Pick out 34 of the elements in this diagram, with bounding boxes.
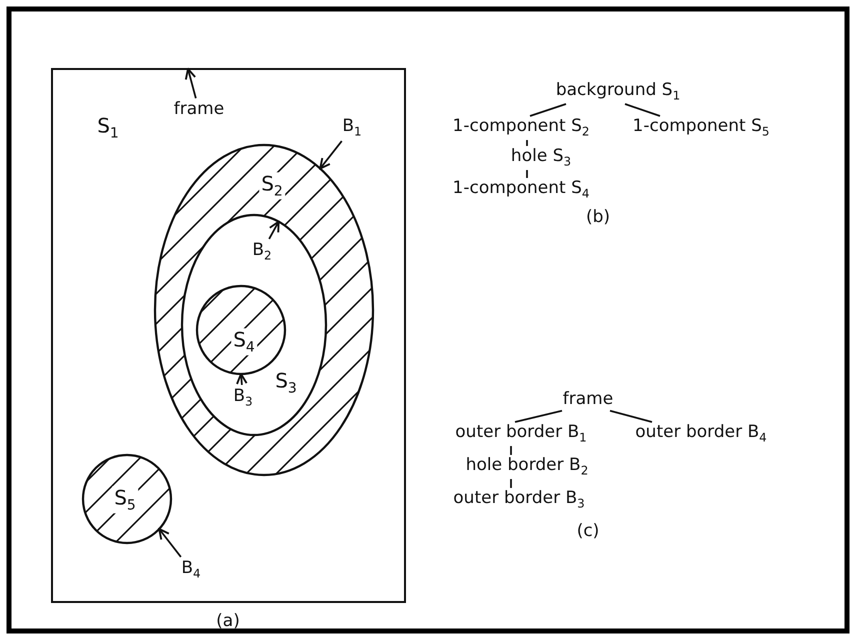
- tree-node-label: outer border B$_{3}$: [453, 488, 585, 512]
- tree-branch: [514, 410, 562, 423]
- leader-arrow: [319, 140, 342, 170]
- panel-caption: (c): [576, 522, 600, 542]
- tree-branch: [610, 410, 652, 423]
- callout-label: B$_{3}$: [233, 386, 253, 410]
- callout-label: B$_{1}$: [342, 116, 362, 140]
- tree-node-label: outer border B$_{1}$: [455, 422, 587, 446]
- tree-branch: [530, 103, 566, 117]
- tree-node-label: hole S$_{3}$: [510, 146, 572, 170]
- tree-branch: [526, 140, 528, 146]
- tree-node-label: background S$_{1}$: [556, 80, 680, 104]
- tree-node-label: frame: [562, 390, 614, 410]
- region-label: S$_{4}$: [231, 328, 257, 356]
- region-label: S$_{5}$: [112, 486, 138, 514]
- tree-node-label: hole border B$_{2}$: [466, 456, 588, 478]
- tree-branch: [510, 479, 512, 488]
- tree-branch: [624, 103, 660, 117]
- callout-label: B$_{4}$: [181, 558, 201, 582]
- tree-branch: [510, 446, 512, 455]
- leader-arrow: [268, 220, 280, 240]
- leader-arrow: [184, 68, 197, 98]
- panel-caption: (a): [216, 612, 240, 632]
- callout-label: B$_{2}$: [252, 240, 272, 264]
- region-label: S$_{2}$: [259, 172, 285, 200]
- tree-node-label: 1-component S$_{5}$: [632, 116, 770, 140]
- tree-node-label: outer border B$_{4}$: [635, 422, 767, 446]
- leader-arrow: [236, 373, 248, 386]
- tree-node-label: 1-component S$_{2}$: [452, 116, 590, 140]
- leader-arrow: [158, 528, 182, 558]
- tree-branch: [526, 170, 528, 178]
- tree-node-label: 1-component S$_{4}$: [452, 178, 590, 202]
- panel-caption: (b): [586, 208, 610, 228]
- callout-label: frame: [174, 100, 224, 120]
